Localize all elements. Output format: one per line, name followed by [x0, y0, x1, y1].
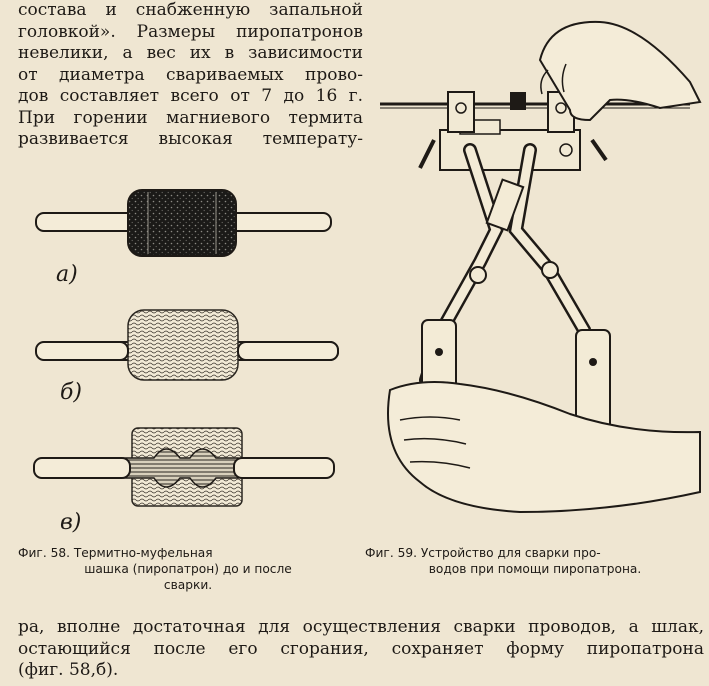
figure-58-label-b: б)	[60, 380, 83, 405]
intro-line: дов составляет всего от 7 до 16 г.	[18, 86, 363, 106]
caption-line: сварки.	[163, 578, 213, 592]
figure-59-caption: Фиг. 59. Устройство для сварки про- водо…	[365, 545, 705, 577]
figure-58-drawing	[33, 189, 339, 507]
outro-paragraph: ра, вполне достаточная для осуществления…	[18, 617, 704, 682]
caption-line: Фиг. 59. Устройство для сварки про-	[365, 546, 601, 560]
cartridge-section	[33, 427, 335, 507]
outro-line: (фиг. 58,б).	[18, 660, 119, 680]
intro-line: развивается высокая температу-	[18, 129, 363, 149]
intro-line: головкой». Размеры пиропатронов	[18, 21, 363, 42]
outro-line: ра, вполне достаточная для осуществления…	[18, 617, 704, 637]
caption-line: Фиг. 58. Термитно-муфельная	[18, 546, 213, 560]
figure-58-label-a: а)	[56, 262, 78, 287]
intro-line: состава и снабженную запальной	[18, 0, 363, 20]
intro-paragraph: состава и снабженную запальной головкой»…	[18, 0, 363, 151]
intro-line: от диаметра свариваемых прово-	[18, 64, 363, 85]
figure-59-drawing	[380, 20, 702, 514]
figure-58-label-v: в)	[60, 510, 82, 535]
intro-line: При горении магниевого термита	[18, 107, 363, 128]
figure-58: а) б) в)	[20, 170, 355, 540]
figure-58-caption: Фиг. 58. Термитно-муфельная шашка (пироп…	[18, 545, 358, 593]
intro-line: невелики, а вес их в зависимости	[18, 43, 363, 63]
outro-line: остающийся после его сгорания, сохраняет…	[18, 638, 704, 659]
cartridge-after-burning	[35, 309, 339, 381]
figure-59	[370, 0, 705, 540]
caption-line: шашка (пиропатрон) до и после	[84, 562, 292, 576]
cartridge-before-welding	[35, 189, 332, 257]
caption-line: водов при помощи пиропатрона.	[428, 562, 642, 576]
